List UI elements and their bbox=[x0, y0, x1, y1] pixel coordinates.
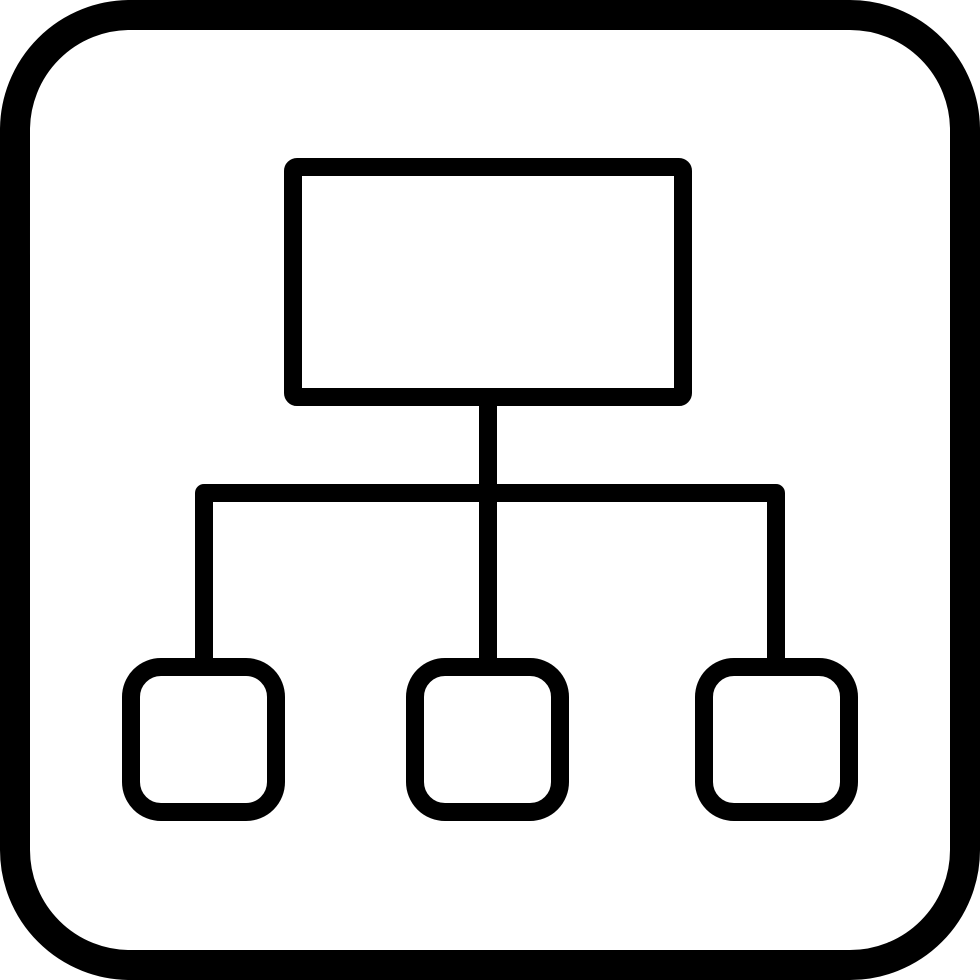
left-child-node bbox=[122, 658, 285, 821]
center-child-node bbox=[406, 658, 569, 821]
connector-lines bbox=[195, 397, 785, 667]
right-child-node bbox=[695, 658, 858, 821]
